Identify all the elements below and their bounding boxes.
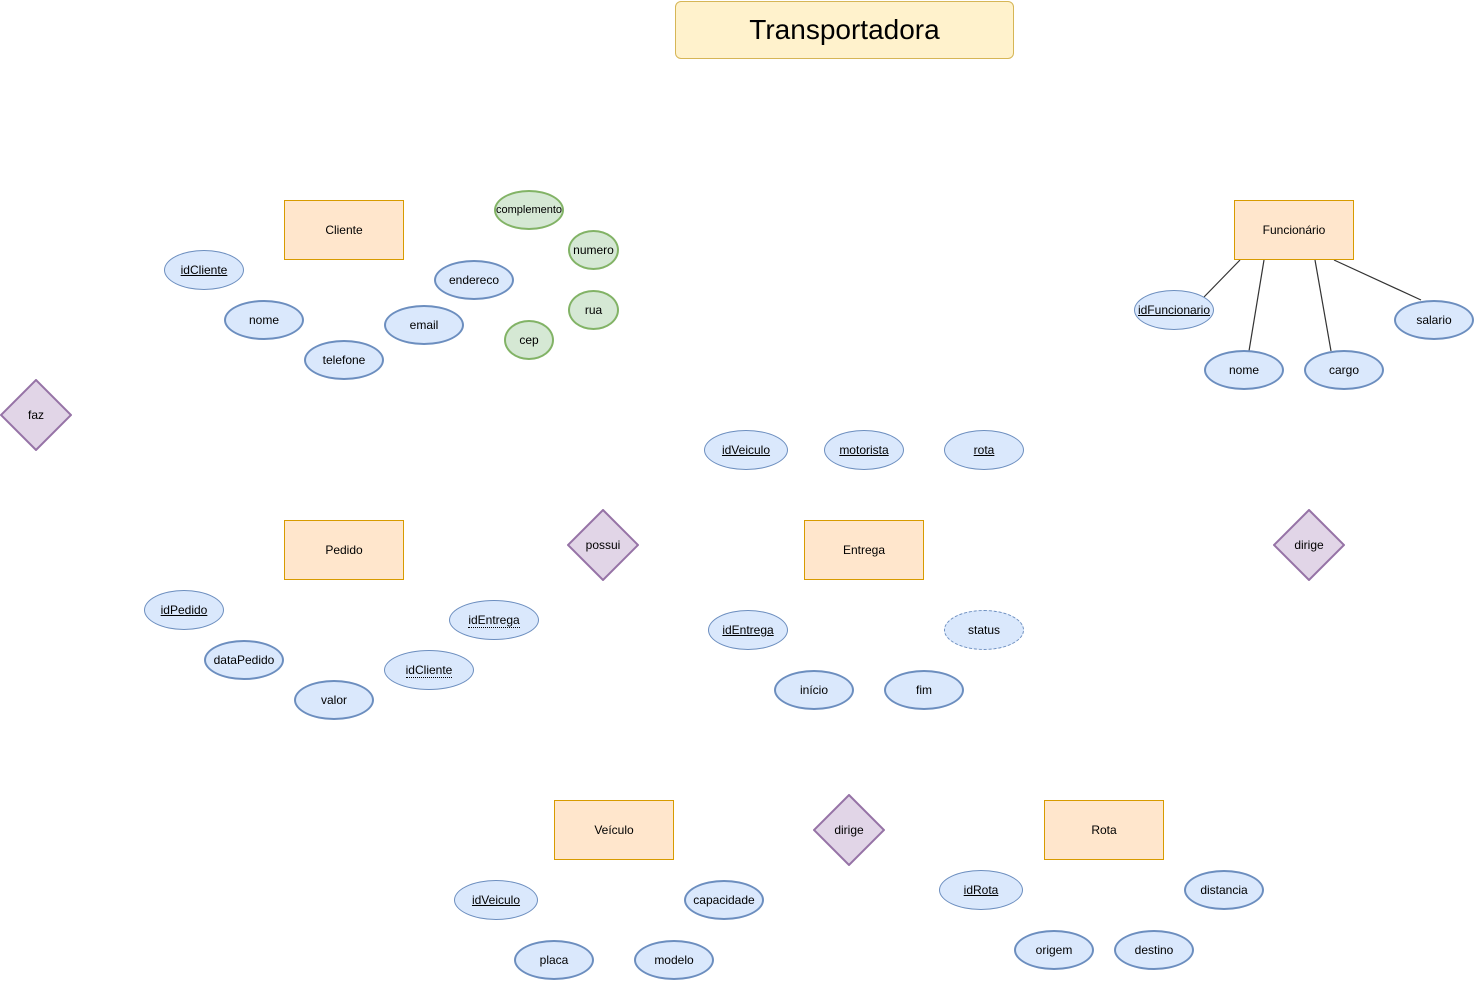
relationship-possui[interactable]: possui bbox=[567, 509, 639, 581]
entity-veiculo[interactable]: Veículo bbox=[554, 800, 674, 860]
attribute-rota-idrota[interactable]: idRota bbox=[939, 870, 1023, 910]
connector-funcionario-cargo bbox=[1314, 259, 1332, 352]
attribute-funcionario-idfuncionario[interactable]: idFuncionario bbox=[1134, 290, 1214, 330]
attribute-entrega-idveiculo[interactable]: idVeiculo bbox=[704, 430, 788, 470]
entity-funcionario[interactable]: Funcionário bbox=[1234, 200, 1354, 260]
entity-pedido[interactable]: Pedido bbox=[284, 520, 404, 580]
attribute-rota-distancia[interactable]: distancia bbox=[1184, 870, 1264, 910]
attribute-cliente-email[interactable]: email bbox=[384, 305, 464, 345]
relationship-dirige-bottom[interactable]: dirige bbox=[813, 794, 885, 866]
connector-funcionario-salario bbox=[1333, 259, 1422, 301]
relationship-dirige-right[interactable]: dirige bbox=[1273, 509, 1345, 581]
attribute-funcionario-cargo[interactable]: cargo bbox=[1304, 350, 1384, 390]
diagram-title: Transportadora bbox=[675, 1, 1014, 59]
attribute-funcionario-salario[interactable]: salario bbox=[1394, 300, 1474, 340]
attribute-entrega-identrega[interactable]: idEntrega bbox=[708, 610, 788, 650]
attribute-rota-origem[interactable]: origem bbox=[1014, 930, 1094, 970]
attribute-veiculo-capacidade[interactable]: capacidade bbox=[684, 880, 764, 920]
entity-rota[interactable]: Rota bbox=[1044, 800, 1164, 860]
connector-funcionario-idfuncionario bbox=[1203, 259, 1241, 298]
attribute-endereco-rua[interactable]: rua bbox=[568, 290, 619, 330]
attribute-pedido-datapedido[interactable]: dataPedido bbox=[204, 640, 284, 680]
attribute-entrega-inicio[interactable]: início bbox=[774, 670, 854, 710]
diamond-shape bbox=[0, 379, 72, 451]
attribute-endereco-complemento[interactable]: complemento bbox=[494, 190, 564, 230]
relationship-faz[interactable]: faz bbox=[0, 379, 72, 451]
attribute-cliente-idcliente[interactable]: idCliente bbox=[164, 250, 244, 290]
attribute-pedido-identrega[interactable]: idEntrega bbox=[449, 600, 539, 640]
attribute-entrega-status[interactable]: status bbox=[944, 610, 1024, 650]
attribute-pedido-idpedido[interactable]: idPedido bbox=[144, 590, 224, 630]
attribute-endereco-cep[interactable]: cep bbox=[504, 320, 554, 360]
attribute-cliente-endereco[interactable]: endereco bbox=[434, 260, 514, 300]
relationship-label: possui bbox=[585, 538, 621, 552]
diamond-shape bbox=[567, 509, 639, 581]
attribute-cliente-nome[interactable]: nome bbox=[224, 300, 304, 340]
relationship-label: faz bbox=[27, 408, 44, 422]
attribute-pedido-idcliente[interactable]: idCliente bbox=[384, 650, 474, 690]
relationship-label: dirige bbox=[1294, 538, 1324, 552]
entity-entrega[interactable]: Entrega bbox=[804, 520, 924, 580]
connector-funcionario-nome bbox=[1248, 259, 1265, 352]
attribute-veiculo-placa[interactable]: placa bbox=[514, 940, 594, 980]
diamond-shape bbox=[1273, 509, 1345, 581]
entity-cliente[interactable]: Cliente bbox=[284, 200, 404, 260]
attribute-entrega-motorista[interactable]: motorista bbox=[824, 430, 904, 470]
attribute-veiculo-modelo[interactable]: modelo bbox=[634, 940, 714, 980]
attribute-entrega-fim[interactable]: fim bbox=[884, 670, 964, 710]
relationship-label: dirige bbox=[834, 823, 864, 837]
attribute-rota-destino[interactable]: destino bbox=[1114, 930, 1194, 970]
attribute-endereco-numero[interactable]: numero bbox=[568, 230, 619, 270]
attribute-cliente-telefone[interactable]: telefone bbox=[304, 340, 384, 380]
attribute-pedido-valor[interactable]: valor bbox=[294, 680, 374, 720]
diamond-shape bbox=[813, 794, 885, 866]
attribute-veiculo-idveiculo[interactable]: idVeiculo bbox=[454, 880, 538, 920]
attribute-entrega-rota[interactable]: rota bbox=[944, 430, 1024, 470]
attribute-funcionario-nome[interactable]: nome bbox=[1204, 350, 1284, 390]
